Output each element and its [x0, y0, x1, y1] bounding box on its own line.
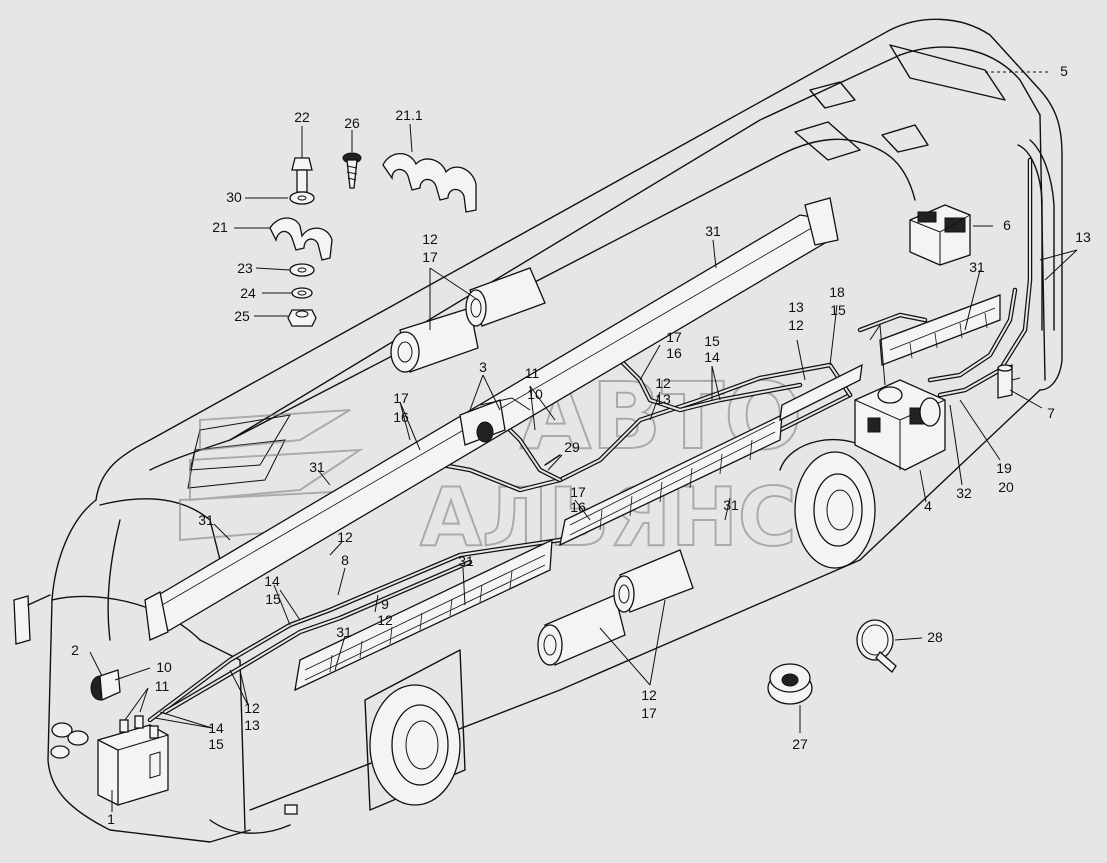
callout-11-a: 11 — [525, 365, 540, 381]
callout-4: 4 — [924, 498, 932, 514]
component-22 — [291, 157, 313, 193]
callout-12-d: 12 — [337, 529, 353, 545]
callout-17-e: 17 — [641, 705, 657, 721]
callout-15-d: 15 — [208, 736, 224, 752]
callout-13-a: 13 — [1075, 229, 1091, 245]
callout-18: 18 — [829, 284, 845, 300]
callout-14-b: 14 — [264, 573, 280, 589]
callout-12-c: 12 — [655, 375, 671, 391]
callout-17-d: 17 — [570, 484, 586, 500]
component-24 — [291, 287, 313, 299]
component-28 — [856, 619, 897, 673]
callout-16-c: 16 — [570, 499, 586, 515]
callout-31-a: 31 — [705, 223, 721, 239]
component-4 — [854, 323, 946, 471]
callout-16-b: 16 — [393, 409, 409, 425]
callout-27: 27 — [792, 736, 808, 752]
component-27 — [767, 663, 813, 705]
callout-21-1: 21.1 — [395, 107, 422, 123]
callout-31-f: 31 — [458, 553, 474, 569]
callout-26: 26 — [344, 115, 360, 131]
callout-29: 29 — [564, 439, 580, 455]
callout-3: 3 — [479, 359, 487, 375]
component-23 — [289, 263, 315, 277]
components — [90, 152, 1021, 806]
component-2 — [90, 669, 121, 701]
callout-8: 8 — [341, 552, 349, 568]
sleeves-lower — [537, 549, 694, 666]
component-30 — [289, 191, 315, 205]
component-7 — [997, 364, 1021, 399]
callout-9: 9 — [381, 596, 389, 612]
callout-24: 24 — [240, 285, 256, 301]
component-25 — [287, 309, 317, 327]
callout-13-b: 13 — [788, 299, 804, 315]
callout-15-b: 15 — [704, 333, 720, 349]
callout-31-b: 31 — [969, 259, 985, 275]
callout-30: 30 — [226, 189, 242, 205]
callout-32: 32 — [956, 485, 972, 501]
callout-28: 28 — [927, 629, 943, 645]
callout-12-b: 12 — [788, 317, 804, 333]
callout-20: 20 — [998, 479, 1014, 495]
callout-6: 6 — [1003, 217, 1011, 233]
callout-25: 25 — [234, 308, 250, 324]
callout-1: 1 — [107, 811, 115, 827]
callout-17-b: 17 — [666, 329, 682, 345]
component-6 — [909, 204, 971, 266]
callout-17-c: 17 — [393, 390, 409, 406]
callout-23: 23 — [237, 260, 253, 276]
callout-12-a: 12 — [422, 231, 438, 247]
component-21-1 — [382, 152, 477, 213]
callout-12-e: 12 — [377, 612, 393, 628]
callout-15-c: 15 — [265, 591, 281, 607]
bus-body — [13, 18, 1063, 843]
callout-5: 5 — [1060, 63, 1068, 79]
callout-16-a: 16 — [666, 345, 682, 361]
sleeves-upper — [390, 267, 546, 373]
callout-14-c: 14 — [208, 720, 224, 736]
callout-12-g: 12 — [641, 687, 657, 703]
callout-19: 19 — [996, 460, 1012, 476]
component-3 — [459, 397, 531, 446]
component-21 — [269, 217, 333, 261]
callout-31-d: 31 — [723, 497, 739, 513]
callout-10-a: 10 — [527, 386, 543, 402]
callout-15-a: 15 — [830, 302, 846, 318]
callout-2: 2 — [71, 642, 79, 658]
callout-31-g: 31 — [336, 624, 352, 640]
callout-17-a: 17 — [422, 249, 438, 265]
callout-7: 7 — [1047, 405, 1055, 421]
callout-13-c: 13 — [655, 391, 671, 407]
callout-31-c: 31 — [309, 459, 325, 475]
callout-22: 22 — [294, 109, 310, 125]
component-1 — [97, 715, 169, 806]
component-29 — [544, 454, 561, 466]
leader-lines — [89, 71, 1078, 812]
callout-10-b: 10 — [156, 659, 172, 675]
component-26 — [342, 152, 362, 189]
callout-13-d: 13 — [244, 717, 260, 733]
callout-12-f: 12 — [244, 700, 260, 716]
callout-21: 21 — [212, 219, 228, 235]
callout-31-e: 31 — [198, 512, 214, 528]
callout-14-a: 14 — [704, 349, 720, 365]
callout-11-b: 11 — [155, 678, 170, 694]
